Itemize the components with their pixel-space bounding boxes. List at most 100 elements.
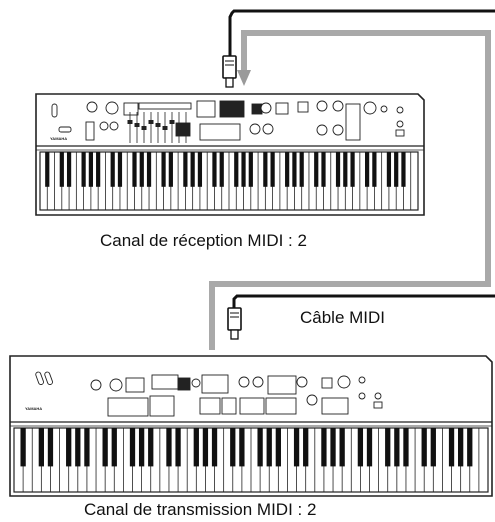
keyboard-receiver: YAMAHA <box>35 93 425 216</box>
piano-keys <box>45 152 412 210</box>
black-key <box>234 152 239 187</box>
black-key <box>339 428 345 467</box>
black-key <box>365 152 370 187</box>
black-key <box>239 428 245 467</box>
black-key <box>385 428 391 467</box>
black-key <box>166 428 172 467</box>
black-key <box>59 152 64 187</box>
black-key <box>38 428 44 467</box>
black-key <box>458 428 464 467</box>
midi-plug-upper <box>222 55 237 88</box>
black-key <box>430 428 436 467</box>
black-key <box>321 428 327 467</box>
midi-cable-gray <box>209 30 491 350</box>
receive-channel-label: Canal de réception MIDI : 2 <box>100 231 307 250</box>
black-key <box>211 428 218 467</box>
black-key <box>314 152 319 187</box>
black-key <box>168 152 173 187</box>
black-key <box>148 428 154 467</box>
black-key <box>81 152 86 187</box>
control-panel <box>51 100 405 141</box>
black-key <box>263 152 268 187</box>
slider-knob <box>176 123 182 127</box>
midi-cable-black-lower <box>232 294 495 308</box>
midi-cable-black-upper <box>228 9 495 56</box>
black-key <box>45 152 50 187</box>
black-key <box>219 152 224 187</box>
slider-knob <box>155 123 161 127</box>
drawbar-sliders <box>127 112 189 143</box>
slider-knob <box>148 120 154 124</box>
black-key <box>183 152 188 187</box>
black-key <box>20 428 26 467</box>
brand-logo: YAMAHA <box>50 136 67 141</box>
black-key <box>330 428 336 467</box>
black-key <box>372 152 377 187</box>
black-key <box>303 428 309 467</box>
midi-plug-lower <box>227 307 242 340</box>
black-key <box>343 152 348 187</box>
black-key <box>47 428 54 467</box>
black-key <box>146 152 152 187</box>
black-key <box>467 428 473 467</box>
black-key <box>299 152 304 187</box>
black-key <box>335 152 341 187</box>
black-key <box>110 152 115 187</box>
black-key <box>138 428 145 467</box>
black-key <box>394 152 399 187</box>
black-key <box>190 152 195 187</box>
black-key <box>285 152 290 187</box>
black-key <box>161 152 166 187</box>
slider-knob <box>134 123 140 127</box>
black-key <box>132 152 137 187</box>
black-key <box>321 152 326 187</box>
black-key <box>448 428 455 467</box>
black-key <box>403 428 409 467</box>
black-key <box>241 152 246 187</box>
transmit-channel-label: Canal de transmission MIDI : 2 <box>84 500 317 519</box>
piano-keys <box>20 428 480 492</box>
black-key <box>275 428 281 467</box>
black-key <box>270 152 275 187</box>
black-key <box>197 152 203 187</box>
black-key <box>212 152 217 187</box>
black-key <box>66 152 72 187</box>
black-key <box>386 152 392 187</box>
slider-knob <box>169 120 175 124</box>
black-key <box>84 428 90 467</box>
black-key <box>96 152 101 187</box>
black-key <box>230 428 236 467</box>
black-key <box>193 428 199 467</box>
black-key <box>88 152 93 187</box>
black-key <box>357 428 364 467</box>
black-key <box>66 428 72 467</box>
black-key <box>421 428 427 467</box>
black-key <box>129 428 136 467</box>
black-key <box>266 428 272 467</box>
black-key <box>350 152 355 187</box>
slider-knob <box>162 126 168 130</box>
black-key <box>102 428 108 467</box>
slider-knob <box>183 126 189 130</box>
arrow-down-icon <box>237 70 251 86</box>
midi-cable-label: Câble MIDI <box>300 308 386 327</box>
black-key <box>117 152 123 187</box>
slider-knob <box>127 120 133 124</box>
black-key <box>202 428 209 467</box>
black-key <box>366 428 373 467</box>
black-key <box>292 152 297 187</box>
slider-knob <box>141 126 147 130</box>
black-key <box>293 428 300 467</box>
black-key <box>111 428 117 467</box>
control-panel <box>35 371 383 417</box>
keyboard-transmitter: YAMAHA <box>9 355 493 497</box>
black-key <box>75 428 81 467</box>
black-key <box>257 428 263 467</box>
black-key <box>248 152 253 187</box>
brand-logo: YAMAHA <box>25 406 42 411</box>
black-key <box>401 152 406 187</box>
black-key <box>175 428 181 467</box>
black-key <box>139 152 144 187</box>
black-key <box>394 428 400 467</box>
